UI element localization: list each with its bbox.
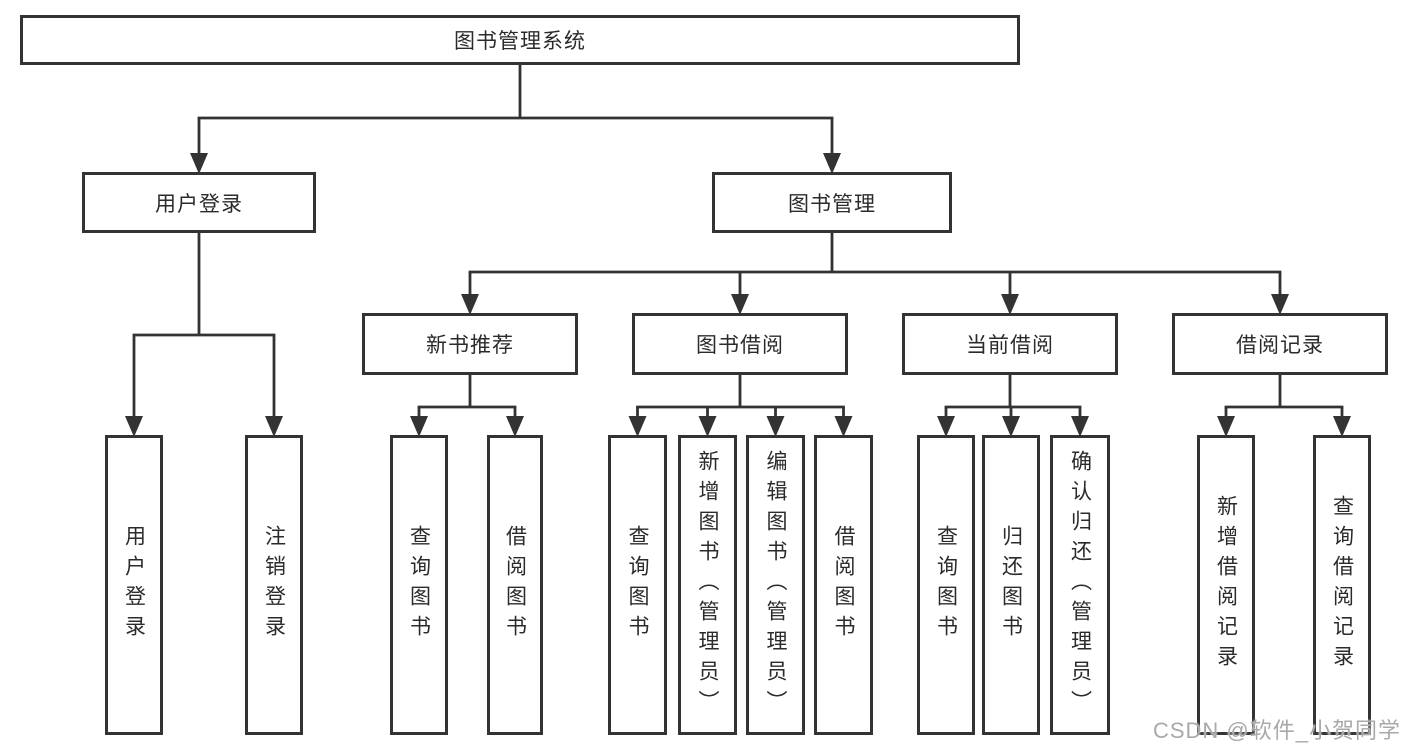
node-label: 注销登录 [262, 525, 286, 645]
node-label: 新书推荐 [426, 334, 514, 357]
node-add-borrowing-record: 新增借阅记录 [1197, 435, 1255, 735]
node-label: 当前借阅 [966, 334, 1054, 357]
node-new-book-recommendation: 新书推荐 [362, 313, 578, 375]
node-current-borrowing: 当前借阅 [902, 313, 1118, 375]
csdn-watermark: CSDN @软件_小贺同学 [1152, 718, 1401, 743]
node-logout: 注销登录 [245, 435, 303, 735]
node-book-borrowing: 图书借阅 [632, 313, 848, 375]
node-library-management-system: 图书管理系统 [20, 15, 1020, 65]
node-borrowing-records: 借阅记录 [1172, 313, 1388, 375]
node-label: 确认归还（管理员） [1068, 450, 1092, 720]
node-label: 编辑图书（管理员） [764, 450, 787, 720]
node-query-books: 查询图书 [390, 435, 448, 735]
node-book-management-module: 图书管理 [712, 172, 952, 233]
node-label: 图书管理系统 [454, 30, 586, 53]
node-query-borrowing-record: 查询借阅记录 [1313, 435, 1371, 735]
node-user-login-module: 用户登录 [82, 172, 316, 233]
node-add-books-admin: 新增图书（管理员） [678, 435, 737, 735]
node-label: 查询借阅记录 [1330, 495, 1354, 675]
node-label: 用户登录 [155, 192, 243, 216]
node-label: 图书管理 [788, 192, 876, 216]
node-label: 查询图书 [407, 525, 431, 645]
node-query-books: 查询图书 [608, 435, 667, 735]
node-label: 新增图书（管理员） [696, 450, 719, 720]
node-user-login: 用户登录 [105, 435, 163, 735]
node-label: 图书借阅 [696, 334, 784, 357]
node-return-books: 归还图书 [982, 435, 1040, 735]
node-label: 借阅记录 [1236, 334, 1324, 357]
node-label: 借阅图书 [832, 525, 855, 645]
node-borrow-books: 借阅图书 [487, 435, 543, 735]
node-edit-books-admin: 编辑图书（管理员） [746, 435, 805, 735]
node-query-books: 查询图书 [917, 435, 975, 735]
node-label: 用户登录 [122, 525, 146, 645]
node-label: 归还图书 [999, 525, 1023, 645]
node-borrow-books: 借阅图书 [814, 435, 873, 735]
node-label: 查询图书 [934, 525, 958, 645]
node-label: 查询图书 [626, 525, 649, 645]
node-label: 借阅图书 [503, 525, 527, 645]
node-confirm-return-admin: 确认归还（管理员） [1050, 435, 1110, 735]
node-label: 新增借阅记录 [1214, 495, 1238, 675]
